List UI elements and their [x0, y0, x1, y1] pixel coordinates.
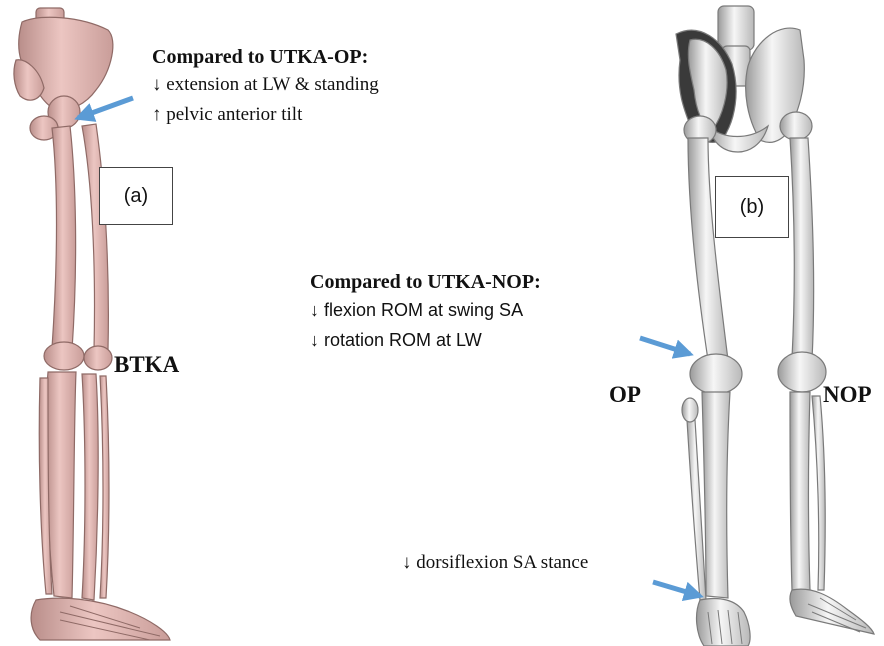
annotation-b-heading: Compared to UTKA-NOP:	[310, 271, 541, 294]
annotation-a-line-1: ↓ extension at LW & standing	[152, 72, 379, 97]
annotation-b-line-1: ↓ flexion ROM at swing SA	[310, 297, 523, 323]
annotation-a-line-2: ↑ pelvic anterior tilt	[152, 102, 302, 127]
annotation-a-heading: Compared to UTKA-OP:	[152, 46, 368, 69]
arrow-b-ankle	[653, 582, 700, 596]
panel-b-label: (b)	[715, 176, 789, 238]
annotation-b-line-2: ↓ rotation ROM at LW	[310, 327, 482, 353]
panel-a-label: (a)	[99, 167, 173, 225]
ankle-note: ↓ dorsiflexion SA stance	[402, 550, 588, 575]
op-label: OP	[609, 382, 641, 408]
btka-skeleton	[14, 8, 170, 640]
nop-label: NOP	[823, 382, 872, 408]
arrow-b-knee	[640, 338, 690, 354]
btka-label: BTKA	[114, 352, 179, 378]
utka-skeleton	[676, 6, 874, 646]
